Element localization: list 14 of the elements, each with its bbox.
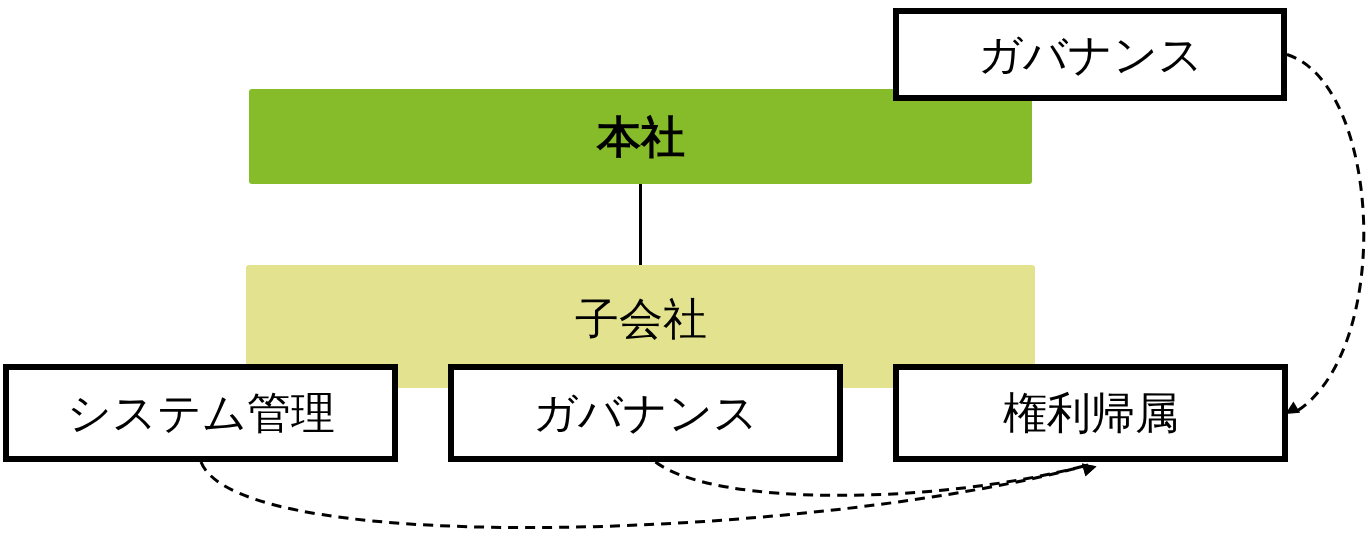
label-box	[893, 8, 1287, 101]
node-label: 子会社	[574, 297, 707, 341]
label-box	[3, 364, 398, 462]
node-label: ガバナンス	[533, 391, 758, 435]
dashed-arrow	[1285, 53, 1366, 416]
headquarters-bar	[249, 89, 1032, 184]
node-label: 権利帰属	[1002, 391, 1179, 435]
node-label: ガバナンス	[977, 32, 1203, 77]
dashed-arrow	[199, 460, 1097, 529]
label-box	[893, 364, 1288, 462]
node-label: 本社	[596, 114, 685, 159]
node-label: システム管理	[66, 391, 335, 435]
connector-line	[639, 184, 642, 265]
label-box	[448, 364, 843, 462]
